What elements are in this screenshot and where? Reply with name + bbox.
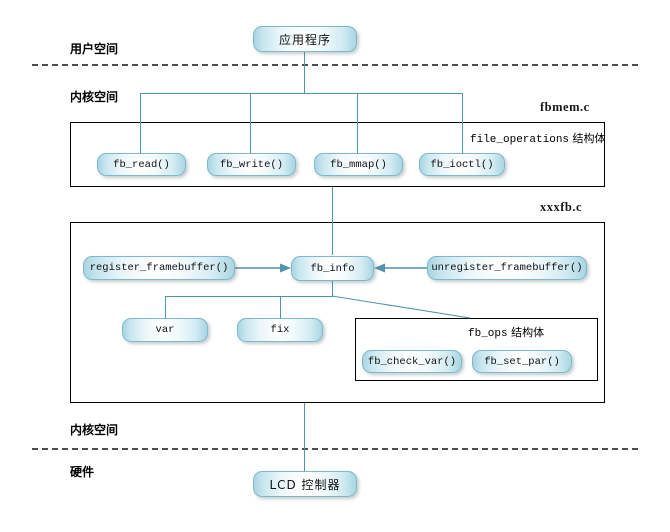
node-fb-mmap[interactable]: fb_mmap() — [314, 153, 403, 176]
node-fb-ioctl[interactable]: fb_ioctl() — [419, 153, 505, 176]
node-fb-ioctl-label: fb_ioctl() — [430, 158, 494, 171]
struct-label-file-operations-mono: file_operations — [470, 134, 570, 146]
node-app[interactable]: 应用程序 — [253, 26, 357, 52]
file-box-fbmem — [70, 122, 605, 187]
node-fb-read-label: fb_read() — [113, 158, 170, 171]
node-fix-label: fix — [270, 324, 290, 336]
struct-box-fb-ops — [355, 318, 598, 381]
connector-drop-fix — [280, 296, 281, 318]
file-label-xxxfb: xxxfb.c — [540, 200, 583, 214]
node-lcd-controller[interactable]: LCD 控制器 — [253, 471, 357, 497]
connector-bus-horizontal — [140, 93, 463, 94]
node-var-label: var — [155, 324, 175, 336]
node-fix[interactable]: fix — [237, 318, 323, 342]
separator-kernel-hardware — [32, 448, 638, 450]
connector-drop-fb-read — [140, 93, 141, 153]
node-fb-mmap-label: fb_mmap() — [330, 158, 387, 171]
file-label-fbmem: fbmem.c — [540, 100, 590, 114]
connector-drop-fb-write — [250, 93, 251, 153]
connector-fb-info-stem — [332, 281, 333, 297]
node-var[interactable]: var — [122, 318, 208, 342]
struct-label-file-operations-cjk: 结构体 — [569, 132, 606, 145]
connector-xxxfb-to-lcd — [304, 403, 305, 471]
struct-label-file-operations: file_operations 结构体 — [470, 130, 606, 146]
node-register-framebuffer-label: register_framebuffer() — [89, 262, 229, 274]
struct-label-fb-ops-mono: fb_ops — [468, 328, 508, 340]
node-fb-set-par[interactable]: fb_set_par() — [472, 350, 572, 373]
connector-drop-var — [165, 296, 166, 318]
connector-app-to-bus — [304, 51, 305, 93]
connector-fb-info-children-bus — [165, 296, 333, 297]
node-fb-set-par-label: fb_set_par() — [484, 355, 560, 368]
node-unregister-framebuffer-label: unregister_framebuffer() — [431, 262, 583, 274]
node-fb-write[interactable]: fb_write() — [207, 153, 296, 176]
node-fb-check-var-label: fb_check_var() — [367, 355, 457, 368]
node-fb-read[interactable]: fb_read() — [97, 153, 186, 176]
node-fb-write-label: fb_write() — [219, 158, 283, 171]
node-lcd-controller-label: LCD 控制器 — [269, 477, 341, 492]
zone-label-user-space: 用户空间 — [70, 42, 119, 56]
zone-label-kernel-space: 内核空间 — [70, 90, 119, 104]
struct-label-fb-ops-cjk: 结构体 — [507, 326, 545, 339]
separator-user-kernel — [32, 64, 638, 66]
file-box-xxxfb — [70, 222, 605, 403]
node-unregister-framebuffer[interactable]: unregister_framebuffer() — [427, 256, 587, 280]
node-app-label: 应用程序 — [278, 32, 331, 47]
node-fb-info-label: fb_info — [310, 262, 355, 275]
node-fb-info[interactable]: fb_info — [291, 256, 374, 281]
node-fb-check-var[interactable]: fb_check_var() — [362, 350, 462, 373]
zone-label-kernel-space-bottom: 内核空间 — [70, 423, 119, 437]
zone-label-hardware: 硬件 — [70, 465, 95, 479]
connector-drop-fb-ioctl — [462, 93, 463, 153]
node-register-framebuffer[interactable]: register_framebuffer() — [83, 256, 235, 280]
connector-fbmem-to-fb-info — [332, 187, 333, 255]
connector-drop-fb-mmap — [357, 93, 358, 153]
struct-label-fb-ops: fb_ops 结构体 — [468, 324, 544, 340]
